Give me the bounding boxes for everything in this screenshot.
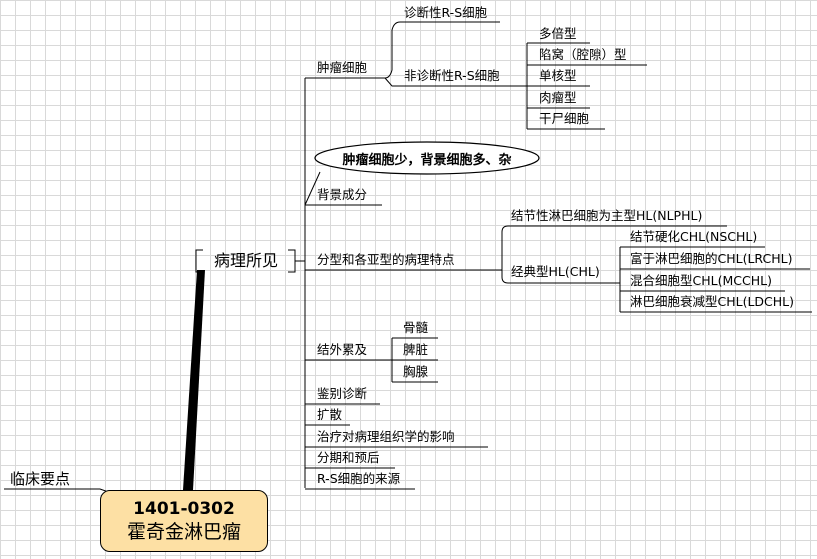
node-extranodal[interactable]: 结外累及 bbox=[317, 342, 368, 357]
trunk-main bbox=[183, 270, 205, 490]
node-nd-item[interactable]: 干尸细胞 bbox=[539, 111, 590, 126]
central-title: 霍奇金淋巴瘤 bbox=[126, 521, 241, 543]
node-nd-item[interactable]: 单核型 bbox=[539, 68, 577, 83]
central-code: 1401-0302 bbox=[133, 499, 235, 519]
node-differential-diagnosis[interactable]: 鉴别诊断 bbox=[317, 386, 368, 401]
connector-nondiagnostic bbox=[384, 77, 520, 87]
central-topic[interactable]: 1401-0302 霍奇金淋巴瘤 bbox=[100, 490, 268, 552]
node-nd-item[interactable]: 陷窝（腔隙）型 bbox=[539, 47, 627, 62]
node-diagnostic-rs[interactable]: 诊断性R-S细胞 bbox=[404, 5, 488, 20]
node-chl[interactable]: 经典型HL(CHL) bbox=[511, 264, 600, 279]
node-tumor-cells[interactable]: 肿瘤细胞 bbox=[317, 60, 368, 75]
connector-classic bbox=[495, 269, 610, 284]
node-extranodal-item[interactable]: 脾脏 bbox=[403, 342, 429, 357]
connector-diagnostic bbox=[384, 21, 500, 79]
node-nd-item[interactable]: 肉瘤型 bbox=[539, 90, 577, 105]
node-pathology-label: 病理所见 bbox=[213, 251, 278, 270]
node-nd-item[interactable]: 多倍型 bbox=[539, 26, 577, 41]
connector-nodular bbox=[495, 225, 727, 271]
callout-note: 肿瘤细胞少，背景细胞多、杂 bbox=[317, 145, 537, 171]
node-spread[interactable]: 扩散 bbox=[317, 407, 343, 422]
node-extranodal-item[interactable]: 胸腺 bbox=[403, 364, 429, 379]
node-treatment-effect[interactable]: 治疗对病理组织学的影响 bbox=[317, 429, 455, 444]
node-chl-item[interactable]: 结节硬化CHL(NSCHL) bbox=[630, 229, 758, 244]
node-pathology-findings[interactable]: 病理所见 bbox=[196, 245, 296, 273]
node-background[interactable]: 背景成分 bbox=[317, 187, 368, 202]
callout-bubble bbox=[314, 141, 540, 175]
node-nlphl[interactable]: 结节性淋巴细胞为主型HL(NLPHL) bbox=[511, 208, 703, 223]
node-chl-item[interactable]: 淋巴细胞衰减型CHL(LDCHL) bbox=[630, 294, 795, 309]
node-chl-item[interactable]: 富于淋巴细胞的CHL(LRCHL) bbox=[630, 251, 793, 266]
node-chl-item[interactable]: 混合细胞型CHL(MCCHL) bbox=[630, 273, 772, 288]
node-clinical-points[interactable]: 临床要点 bbox=[10, 470, 71, 488]
node-subtypes[interactable]: 分型和各亚型的病理特点 bbox=[317, 252, 455, 267]
node-nondiagnostic-rs[interactable]: 非诊断性R-S细胞 bbox=[404, 68, 500, 83]
node-rs-origin[interactable]: R-S细胞的来源 bbox=[317, 471, 401, 486]
callout-text: 肿瘤细胞少，背景细胞多、杂 bbox=[342, 152, 512, 168]
node-extranodal-item[interactable]: 骨髓 bbox=[403, 320, 429, 335]
callout-pointer bbox=[304, 171, 321, 206]
node-staging-prognosis[interactable]: 分期和预后 bbox=[317, 450, 380, 465]
